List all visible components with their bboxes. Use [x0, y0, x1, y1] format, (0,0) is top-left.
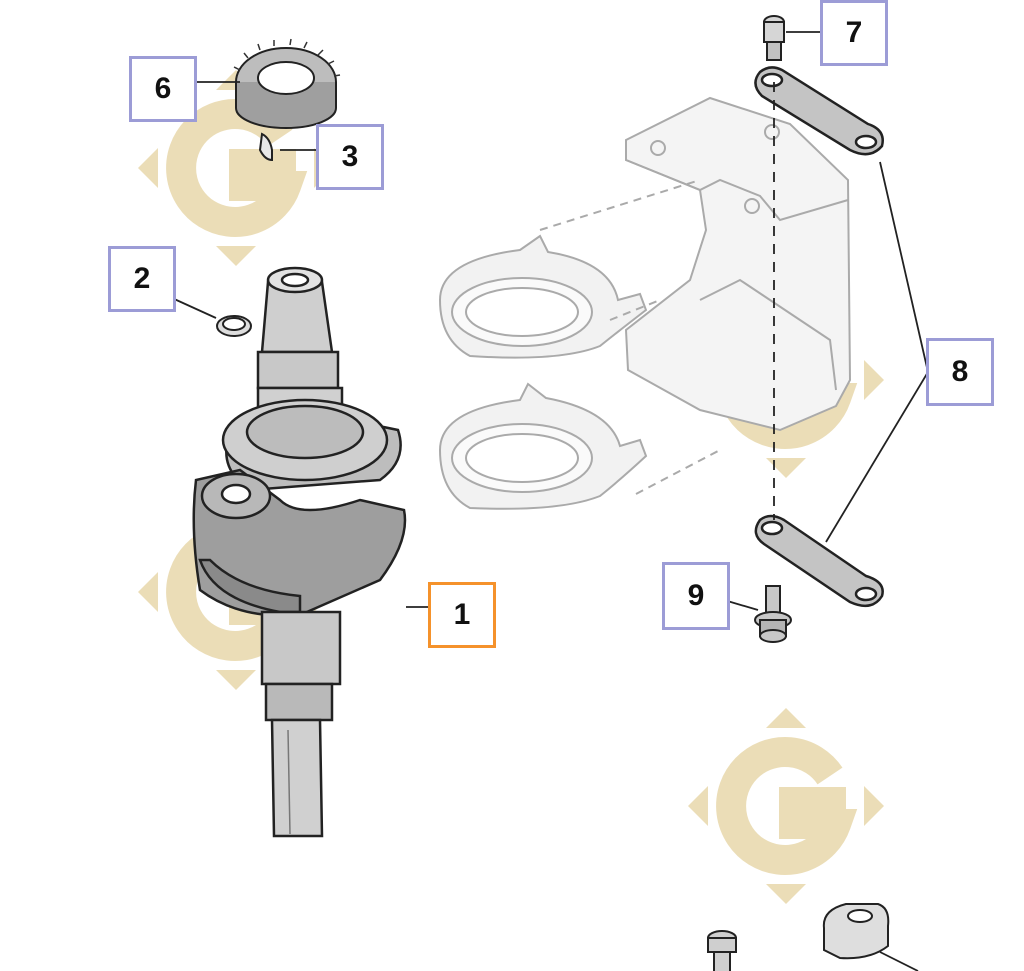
callout-2[interactable]: 2 [108, 246, 176, 312]
flange-bolt-part-9[interactable] [754, 585, 792, 643]
callout-8-label: 8 [951, 355, 969, 388]
callout-9-label: 9 [687, 579, 705, 612]
crankshaft-part-1[interactable] [192, 266, 407, 838]
crankcase-housing [539, 96, 852, 495]
bottom-spacer [822, 903, 890, 960]
cap-screw-part-7[interactable] [763, 15, 785, 61]
callout-2-label: 2 [133, 262, 151, 295]
callout-9[interactable]: 9 [662, 562, 730, 630]
callout-3[interactable]: 3 [316, 124, 384, 190]
callout-1[interactable]: 1 [428, 582, 496, 648]
callout-3-label: 3 [341, 140, 359, 173]
callout-8[interactable]: 8 [926, 338, 994, 406]
callout-7-label: 7 [845, 16, 863, 49]
bottom-bolt [707, 930, 737, 971]
callout-7[interactable]: 7 [820, 0, 888, 66]
gear-part-6[interactable] [233, 38, 341, 129]
bearing-plates [438, 234, 648, 510]
callout-6-label: 6 [154, 72, 172, 105]
ring-part-2[interactable] [216, 315, 252, 337]
link-plate-part-8[interactable] [754, 66, 884, 608]
callout-1-label: 1 [453, 598, 471, 631]
callout-6[interactable]: 6 [129, 56, 197, 122]
key-part-3[interactable] [258, 132, 273, 162]
